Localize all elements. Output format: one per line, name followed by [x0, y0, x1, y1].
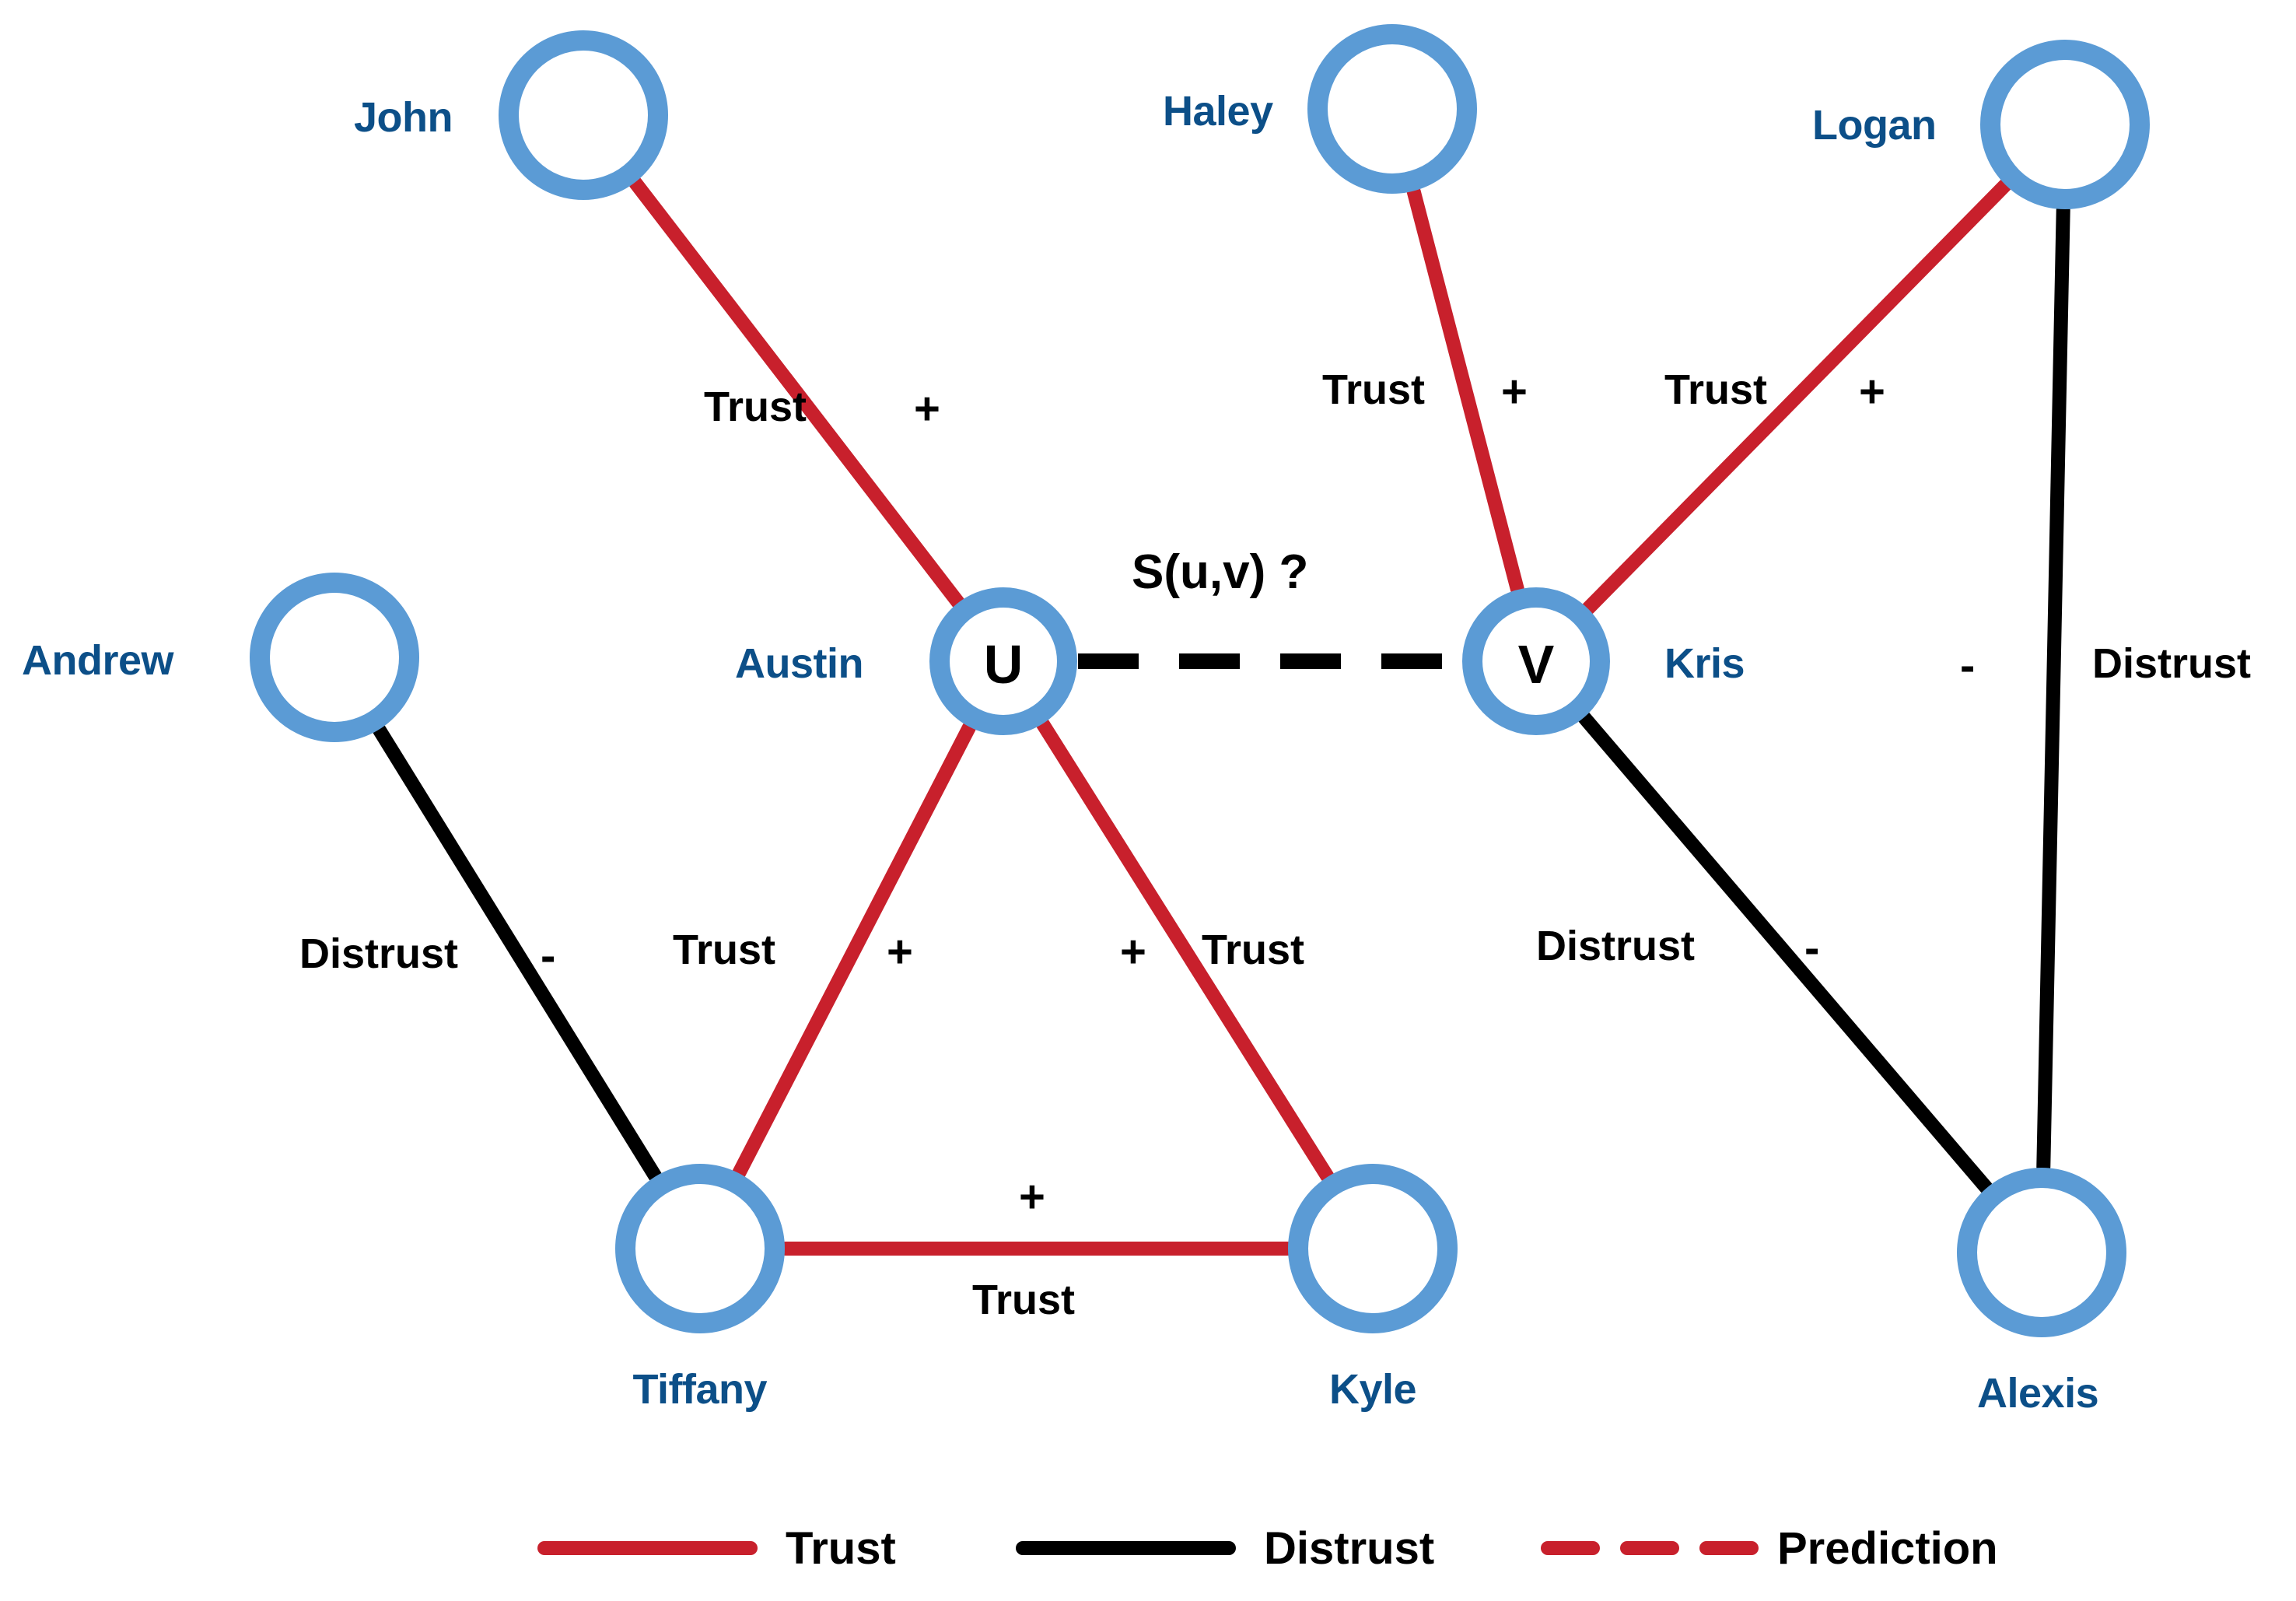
edge-label-logan-alexis: Distrust [2092, 640, 2252, 687]
node-name-kris: Kris [1664, 640, 1745, 687]
edge-label-kris-alexis: Distrust [1536, 923, 1696, 969]
edge-sign-tiffany-kyle: + [1019, 1172, 1045, 1222]
node-layer [250, 24, 2150, 1337]
edge-sign-logan-alexis: - [1960, 640, 1976, 691]
node-circle-andrew[interactable] [250, 573, 419, 742]
edge-haley-kris [1406, 184, 1524, 597]
legend-label-distrust: Distrust [1264, 1523, 1435, 1574]
node-circle-tiffany[interactable] [615, 1164, 785, 1333]
edge-logan-alexis [2036, 202, 2070, 1175]
edge-label-austin-kyle: Trust [1202, 927, 1305, 973]
edge-label-logan-kris: Trust [1664, 366, 1768, 413]
node-circle-john[interactable] [499, 30, 668, 200]
node-circle-kris[interactable] [1462, 587, 1610, 735]
node-name-haley: Haley [1163, 88, 1273, 135]
node-name-tiffany: Tiffany [632, 1366, 768, 1413]
edge-label-haley-kris: Trust [1322, 366, 1426, 413]
edge-andrew-tiffany [372, 723, 663, 1183]
node-name-andrew: Andrew [22, 637, 174, 684]
edge-sign-logan-kris: + [1859, 366, 1885, 417]
node-circle-haley[interactable] [1307, 24, 1477, 194]
edge-sign-john-austin: + [914, 384, 940, 434]
node-circle-kyle[interactable] [1288, 1164, 1458, 1333]
node-letter-kris: V [1517, 634, 1555, 695]
node-name-logan: Logan [1812, 102, 1937, 149]
edge-label-andrew-tiffany: Distrust [299, 930, 459, 977]
node-circle-austin[interactable] [929, 587, 1077, 735]
node-name-austin: Austin [735, 640, 864, 687]
edge-label-tiffany-kyle: Trust [972, 1277, 1076, 1323]
legend-label-prediction: Prediction [1777, 1523, 1998, 1574]
edge-john-austin [628, 176, 965, 609]
edge-austin-kyle [1036, 717, 1335, 1183]
edge-logan-kris [1581, 178, 2012, 615]
node-name-alexis: Alexis [1977, 1370, 2099, 1417]
node-name-kyle: Kyle [1329, 1366, 1417, 1413]
edge-layer [372, 176, 2070, 1256]
edge-sign-haley-kris: + [1501, 366, 1528, 417]
edge-kris-alexis [1577, 710, 1993, 1195]
node-letter-austin: U [983, 634, 1024, 695]
edge-sign-austin-kyle: + [1120, 927, 1146, 977]
prediction-query-label: S(u,v) ? [1132, 545, 1309, 599]
node-circle-logan[interactable] [1980, 40, 2150, 209]
edge-austin-tiffany [732, 720, 976, 1180]
edge-label-john-austin: Trust [704, 384, 807, 430]
node-circle-alexis[interactable] [1957, 1168, 2126, 1337]
edge-sign-kris-alexis: - [1804, 923, 1820, 973]
legend-label-trust: Trust [786, 1523, 896, 1574]
edge-sign-andrew-tiffany: - [541, 930, 556, 981]
node-name-john: John [354, 94, 453, 141]
edge-sign-austin-tiffany: + [887, 927, 913, 977]
edge-label-austin-tiffany: Trust [673, 927, 776, 973]
